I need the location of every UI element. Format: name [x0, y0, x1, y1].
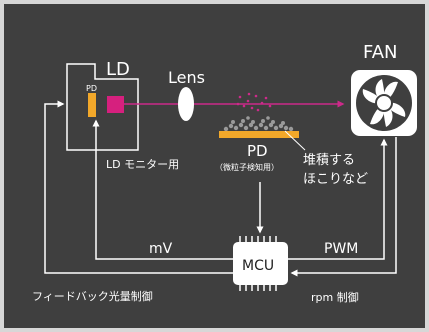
diagram-panel	[4, 4, 425, 328]
dust-pile	[223, 116, 294, 132]
monitor-pd-bar	[88, 93, 96, 117]
mv-signal-arrow	[92, 119, 233, 260]
detection-pd-bar	[219, 131, 299, 138]
lens	[178, 87, 194, 121]
fan-label: FAN	[363, 42, 397, 63]
pwm-label: PWM	[324, 241, 358, 257]
detection-pd-sublabel: （微粒子検知用）	[215, 162, 279, 172]
ld-label: LD	[106, 59, 130, 80]
dust-callout-line	[284, 130, 306, 151]
ld-emitter	[107, 96, 124, 113]
mv-label: mV	[149, 241, 173, 257]
feedback-label: フィードバック光量制御	[32, 289, 153, 303]
feedback-control-arrow	[44, 100, 233, 274]
mcu-chip	[233, 236, 288, 291]
detection-pd-label: PD	[247, 142, 268, 160]
rpm-label: rpm 制御	[311, 290, 359, 304]
ld-monitor-label: LD モニター用	[106, 158, 179, 171]
monitor-pd-label: PD	[86, 84, 97, 93]
rpm-feedback-arrow	[290, 137, 397, 277]
lens-label: Lens	[168, 68, 205, 87]
pwm-signal-arrow	[288, 138, 388, 260]
dust-label-line2: ほこりなど	[303, 172, 368, 187]
dust-label-line1: 堆積する	[303, 153, 355, 168]
mcu-label: MCU	[242, 258, 274, 274]
beam-particles	[236, 92, 272, 112]
ld-housing	[66, 63, 139, 151]
fan-icon	[351, 70, 417, 136]
